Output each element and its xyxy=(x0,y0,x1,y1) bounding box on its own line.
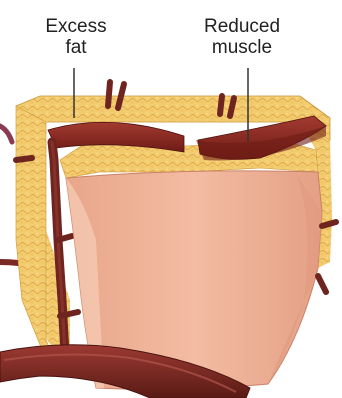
excess-fat-label: Excess fat xyxy=(38,16,114,58)
excess-fat-label-line2: fat xyxy=(38,37,114,58)
reduced-muscle-label-line2: muscle xyxy=(192,37,292,58)
excess-fat-label-line1: Excess xyxy=(38,16,114,37)
reduced-muscle-label-line1: Reduced xyxy=(192,16,292,37)
reduced-muscle-label: Reduced muscle xyxy=(192,16,292,58)
